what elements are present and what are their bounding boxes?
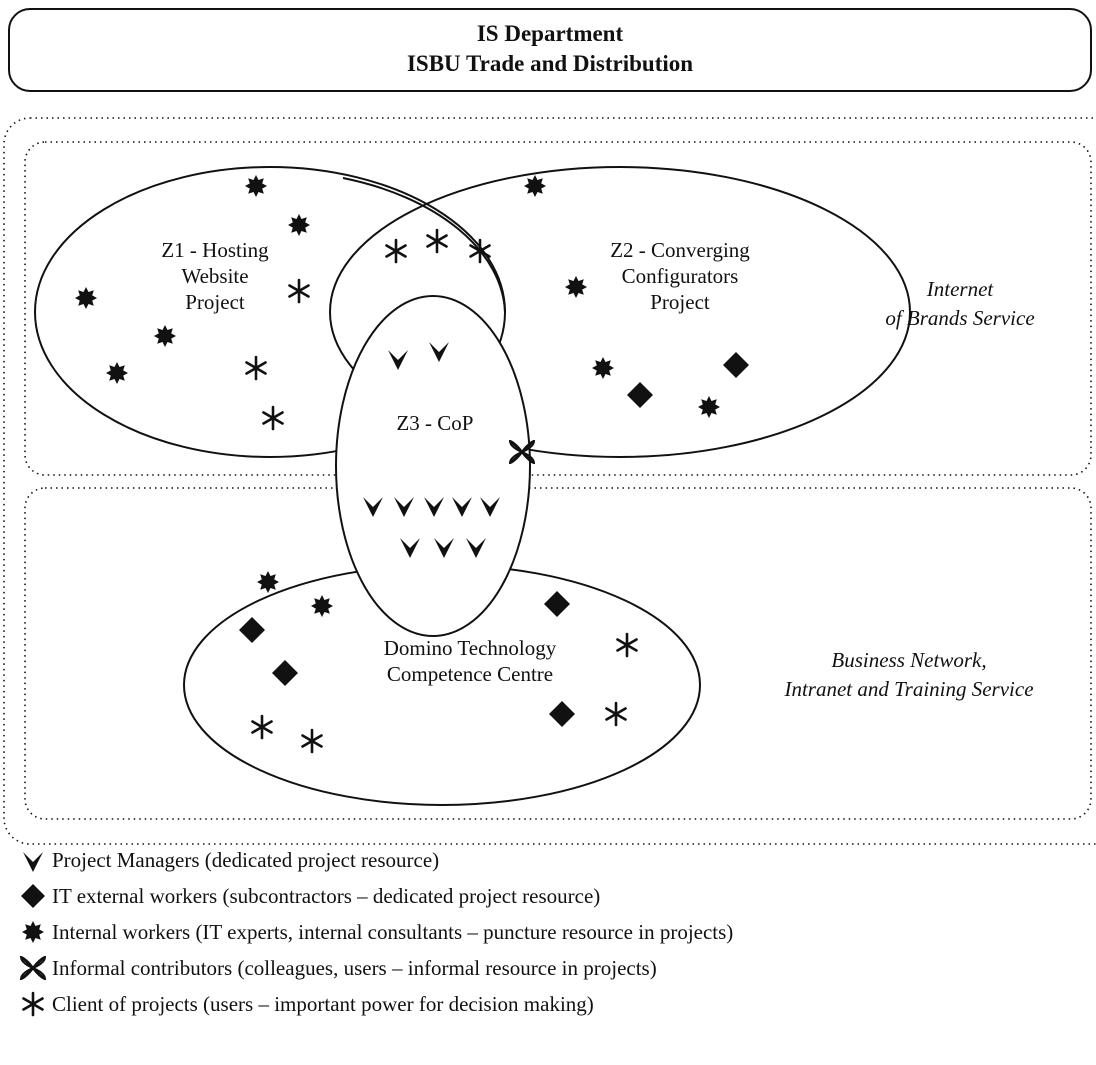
internet-service-region bbox=[24, 141, 1092, 476]
internal-worker-starburst-icon bbox=[20, 919, 46, 945]
project-manager-chevron-icon bbox=[20, 847, 46, 873]
legend-item: Project Managers (dedicated project reso… bbox=[20, 842, 1080, 878]
business-service-region bbox=[24, 487, 1092, 820]
z2-ellipse bbox=[329, 166, 911, 458]
z2-label-line: Configurators bbox=[621, 264, 739, 288]
client-icon bbox=[288, 278, 310, 304]
z3-label: Z3 - CoP bbox=[396, 411, 474, 435]
legend-label: IT external workers (subcontractors – de… bbox=[52, 883, 601, 908]
it-external-icon bbox=[627, 382, 653, 408]
z3-ellipse bbox=[335, 295, 531, 637]
internal-worker-icon bbox=[592, 357, 614, 379]
it-external-diamond-icon bbox=[20, 883, 46, 909]
internal-worker-icon bbox=[565, 276, 587, 298]
internal-worker-icon bbox=[154, 325, 176, 347]
internet-service-line: of Brands Service bbox=[885, 306, 1035, 330]
legend-label: Client of projects (users – important po… bbox=[52, 991, 594, 1016]
internal-worker-icon bbox=[257, 571, 279, 593]
domino-label-line: Domino Technology bbox=[383, 636, 557, 660]
internet-service-label: Internet of Brands Service bbox=[840, 275, 1080, 333]
client-icon bbox=[426, 228, 448, 254]
z1-label-line: Z1 - Hosting bbox=[161, 238, 269, 262]
internal-worker-icon bbox=[288, 214, 310, 236]
internal-worker-icon bbox=[698, 396, 720, 418]
client-icon bbox=[262, 405, 284, 431]
client-asterisk-icon bbox=[20, 991, 46, 1017]
legend-label: Project Managers (dedicated project reso… bbox=[52, 847, 440, 872]
department-dotted-region bbox=[3, 117, 1096, 845]
internal-worker-icon bbox=[311, 595, 333, 617]
it-external-icon bbox=[723, 352, 749, 378]
department-title: IS Department bbox=[476, 21, 624, 46]
legend-item: Informal contributors (colleagues, users… bbox=[20, 950, 1080, 986]
business-service-label: Business Network, Intranet and Training … bbox=[738, 646, 1080, 704]
z1-label: Z1 - Hosting Website Project bbox=[140, 237, 290, 315]
legend-item: IT external workers (subcontractors – de… bbox=[20, 878, 1080, 914]
unit-title: ISBU Trade and Distribution bbox=[406, 51, 694, 76]
z1-label-line: Project bbox=[185, 290, 245, 314]
informal-contributor-flower-icon bbox=[20, 955, 46, 981]
internal-worker-icon bbox=[106, 362, 128, 384]
legend-item: Internal workers (IT experts, internal c… bbox=[20, 914, 1080, 950]
business-service-line: Intranet and Training Service bbox=[784, 677, 1034, 701]
domino-label-line: Competence Centre bbox=[386, 662, 554, 686]
domino-label: Domino Technology Competence Centre bbox=[350, 635, 590, 687]
business-service-line: Business Network, bbox=[831, 648, 987, 672]
legend-item: Client of projects (users – important po… bbox=[20, 986, 1080, 1022]
internal-worker-icon bbox=[524, 175, 546, 197]
legend: Project Managers (dedicated project reso… bbox=[20, 842, 1080, 1022]
legend-label: Informal contributors (colleagues, users… bbox=[52, 955, 657, 980]
client-icon bbox=[385, 238, 407, 264]
z2-label-line: Project bbox=[650, 290, 710, 314]
internet-service-line: Internet bbox=[926, 277, 994, 301]
z2-label: Z2 - Converging Configurators Project bbox=[585, 237, 775, 315]
department-header: IS Department ISBU Trade and Distributio… bbox=[8, 8, 1092, 92]
z1-label-line: Website bbox=[181, 264, 249, 288]
z2-label-line: Z2 - Converging bbox=[610, 238, 750, 262]
internal-worker-icon bbox=[245, 175, 267, 197]
internal-worker-icon bbox=[75, 287, 97, 309]
legend-label: Internal workers (IT experts, internal c… bbox=[52, 919, 734, 944]
client-icon bbox=[245, 355, 267, 381]
